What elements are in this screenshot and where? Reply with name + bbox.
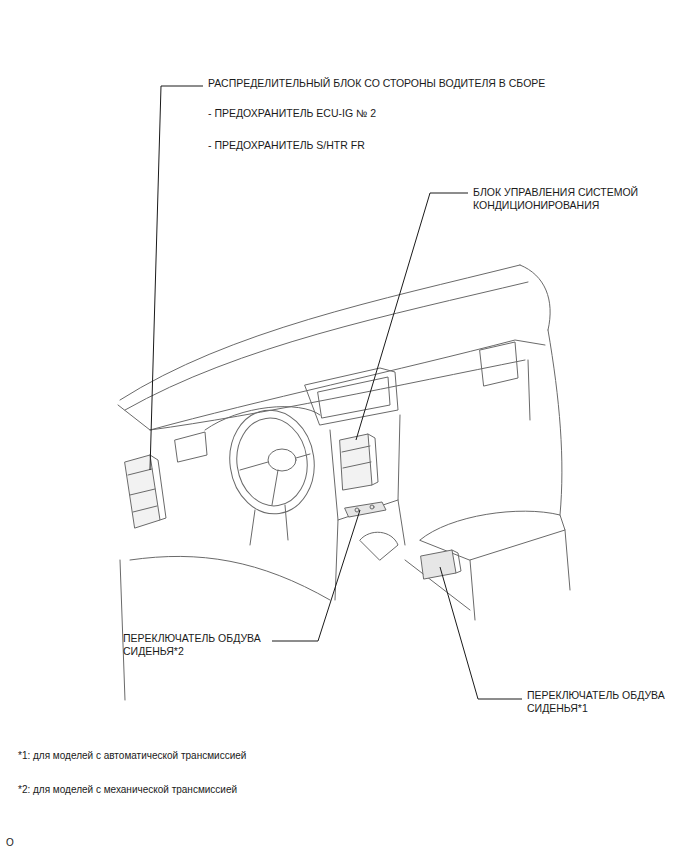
cluster-hood [205,407,320,430]
center-display [318,377,390,418]
air-vent [175,432,207,462]
page-mark: O [6,836,14,849]
floor-line [130,556,330,600]
armrest [470,530,570,620]
center-console [338,500,398,520]
windshield-edge [125,282,528,410]
leader-line [440,567,522,699]
seat-switch-button [355,508,359,512]
a-pillar [520,265,550,330]
part-name: РАСПРЕДЕЛИТЕЛЬНЫЙ БЛОК СО СТОРОНЫ ВОДИТЕ… [208,77,545,90]
ac-ecu [368,434,378,485]
part-name: БЛОК УПРАВЛЕНИЯ СИСТЕМОЙ КОНДИЦИОНИРОВАН… [473,186,663,212]
footnote: *2: для моделей с механической трансмисс… [18,783,237,796]
center-display [305,368,398,425]
windshield-edge [120,265,520,400]
junction-block [125,455,160,528]
center-console [330,415,405,600]
seat-switch [452,550,461,573]
leader-line [356,193,468,440]
air-vent [480,342,518,386]
door-line [528,330,562,515]
leader-line [272,510,360,641]
steering-spoke [240,454,310,505]
steering-wheel [231,414,313,511]
part-name: ПЕРЕКЛЮЧАТЕЛЬ ОБДУВА СИДЕНЬЯ*1 [527,689,682,715]
ac-ecu-detail [342,446,371,468]
fuse-name: - ПРЕДОХРАНИТЕЛЬ S/HTR FR [208,139,365,152]
seat-switch [421,550,456,579]
junction-block-detail [128,469,157,512]
seat-switch-button [370,505,374,509]
ac-ecu [340,434,372,490]
floor-line [120,560,470,700]
footnote: *1: для моделей с автоматической трансми… [18,749,246,762]
dashboard-edge [150,360,525,430]
leader-line [150,86,203,470]
junction-block [150,455,166,520]
steering-column [250,505,288,545]
seat-switch [345,502,386,517]
fuse-name: - ПРЕДОХРАНИТЕЛЬ ECU-IG № 2 [208,107,376,120]
steering-wheel [223,405,321,520]
steering-hub [268,449,296,471]
dashboard-top [118,340,545,430]
shift-lever [360,532,398,560]
part-name: ПЕРЕКЛЮЧАТЕЛЬ ОБДУВА СИДЕНЬЯ*2 [123,632,288,658]
